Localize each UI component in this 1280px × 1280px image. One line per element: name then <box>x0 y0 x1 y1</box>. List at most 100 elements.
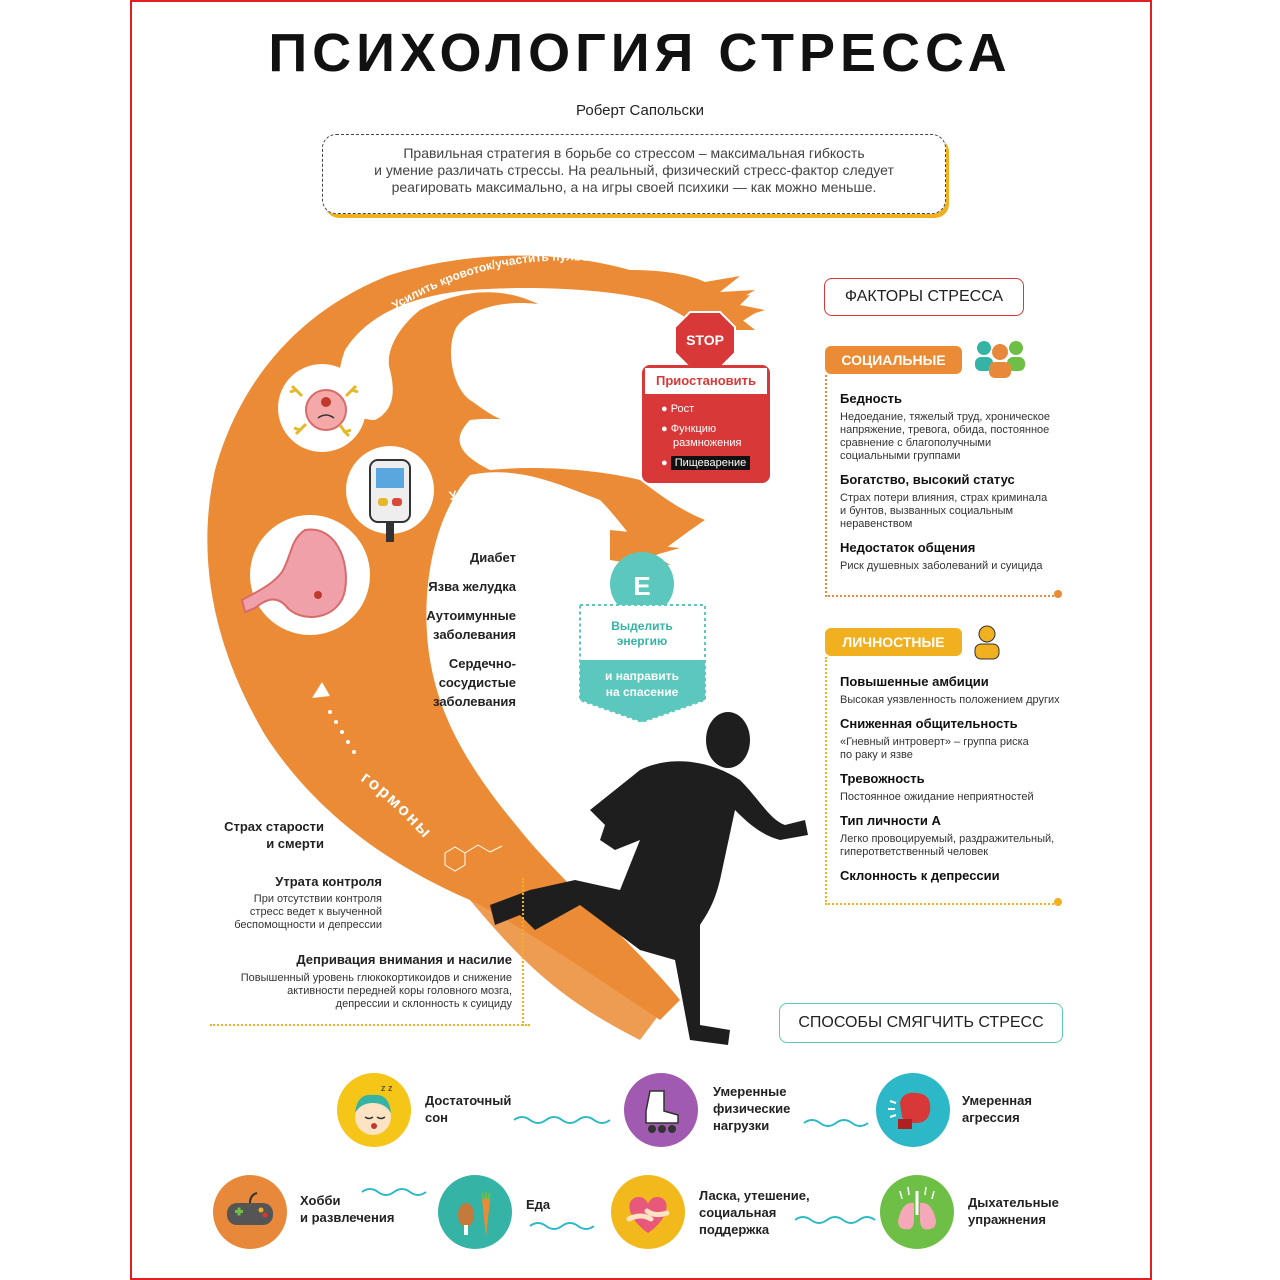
factor-desc: Постоянное ожидание неприятностей <box>840 791 1034 803</box>
factor-title: Богатство, высокий статус <box>840 472 1015 487</box>
relief-label-line: и развлечения <box>300 1210 395 1225</box>
relief-label: Хобби и развлечения <box>300 1192 394 1226</box>
relief-label-line: Дыхательные <box>968 1195 1059 1210</box>
factor-title: Тревожность <box>840 771 925 786</box>
energy-line: Выделить <box>611 619 672 633</box>
quote-line: реагировать максимально, а на игры своей… <box>391 179 877 195</box>
relief-label-line: Ласка, утешение, <box>699 1188 810 1203</box>
stop-sign-text: STOP <box>686 332 724 348</box>
factor-desc: Риск душевных заболеваний и суицида <box>840 560 1043 572</box>
factor-desc: Страх потери влияния, страх криминала <box>840 492 1048 504</box>
relief-header: СПОСОБЫ СМЯГЧИТЬ СТРЕСС <box>779 1003 1063 1043</box>
left-factor-title: Депривация внимания и насилие <box>296 952 512 967</box>
panel-dot <box>1054 898 1062 906</box>
disease-text: заболевания <box>433 627 516 642</box>
energy-line: и направить <box>605 669 679 683</box>
relief-label-line: Достаточный <box>425 1093 512 1108</box>
left-factor-title: Утрата контроля <box>275 874 382 889</box>
disease-item: Диабет <box>380 548 516 567</box>
relief-label-line: Хобби <box>300 1193 341 1208</box>
upward-arrow <box>312 682 356 754</box>
factor-desc: «Гневный интроверт» – группа риска <box>840 736 1029 748</box>
relief-label: Достаточный сон <box>425 1092 511 1126</box>
factor-title: Тип личности А <box>840 813 941 828</box>
factor-desc: по раку и язве <box>840 749 913 761</box>
left-factor: Страх старости и смерти <box>199 818 324 852</box>
gamepad-icon <box>213 1175 287 1249</box>
relief-label: Дыхательные упражнения <box>968 1194 1059 1228</box>
factor-desc: напряжение, тревога, обида, постоянное <box>840 424 1050 436</box>
social-panel <box>825 375 1057 597</box>
stop-item: ● Пищеварение <box>661 456 757 470</box>
left-factor-desc: беспомощности и депрессии <box>234 919 382 931</box>
left-factor: Депривация внимания и насилие Повышенный… <box>200 951 512 1011</box>
stop-item-text: Пищеварение <box>670 456 751 470</box>
stress-letter: Р <box>502 328 519 358</box>
relief-label-line: упражнения <box>968 1212 1046 1227</box>
factors-header: ФАКТОРЫ СТРЕССА <box>824 278 1024 316</box>
energy-badge: E Выделить энергию и направить на спасен… <box>579 552 706 724</box>
page-title: ПСИХОЛОГИЯ СТРЕССА <box>268 23 1012 83</box>
factor-desc: гиперответственный человек <box>840 846 989 858</box>
tail <box>470 880 670 1040</box>
factor-desc: социальными группами <box>840 450 961 462</box>
factor-desc: сравнение с благополучными <box>840 437 992 449</box>
relief-label-line: агрессия <box>962 1110 1020 1125</box>
disease-text: Аутоимунные <box>426 608 516 623</box>
factor-title: Склонность к депрессии <box>840 868 1000 883</box>
relief-label: Умеренная агрессия <box>962 1092 1032 1126</box>
boxing-glove-icon <box>876 1073 950 1147</box>
author: Роберт Сапольски <box>576 102 704 119</box>
stomach-icon <box>240 515 370 635</box>
stress-letter: Т <box>484 327 498 352</box>
personal-label: ЛИЧНОСТНЫЕ <box>825 628 962 656</box>
factor-desc: Высокая уязвленность положением других <box>840 694 1060 706</box>
relief-label-line: Умеренная <box>962 1093 1032 1108</box>
stop-box-title: Приостановить <box>645 368 767 394</box>
factor-title: Сниженная общительность <box>840 716 1018 731</box>
left-factor-desc: При отсутствии контроля <box>253 893 382 905</box>
social-items: Бедность Недоедание, тяжелый труд, хрони… <box>840 391 1070 573</box>
stress-letter: С <box>561 358 577 383</box>
relief-label-line: физические <box>713 1101 791 1116</box>
quote-box: Правильная стратегия в борьбе со стрессо… <box>322 134 946 214</box>
quote-line: Правильная стратегия в борьбе со стрессо… <box>403 145 865 161</box>
left-factor-desc: активности передней коры головного мозга… <box>287 985 512 997</box>
energy-letter: E <box>633 571 650 601</box>
personal-items: Повышенные амбиции Высокая уязвленность … <box>840 674 1075 883</box>
energy-line: энергию <box>617 634 668 648</box>
running-man-silhouette <box>490 712 808 1045</box>
relief-label-line: социальная <box>699 1205 777 1220</box>
antibody-cell-icon <box>278 364 366 452</box>
personal-panel <box>825 657 1057 905</box>
disease-item: Аутоимунные заболевания <box>380 606 516 644</box>
sleep-icon: z z <box>337 1073 411 1147</box>
stop-item-text: Функцию <box>670 423 717 435</box>
person-icon <box>974 625 1000 660</box>
relief-label: Еда <box>526 1196 550 1213</box>
relief-label: Умеренные физические нагрузки <box>713 1083 790 1134</box>
stress-letter: С <box>543 348 559 373</box>
dotted-divider <box>210 1024 530 1026</box>
disease-text: заболевания <box>433 694 516 709</box>
factor-title: Бедность <box>840 391 903 406</box>
relief-label-line: Умеренные <box>713 1084 787 1099</box>
factor-title: Недостаток общения <box>840 540 976 555</box>
left-factor-desc: депрессии и склонность к суициду <box>335 998 512 1010</box>
stress-word: С Т Р Е С С <box>462 327 577 383</box>
factor-desc: неравенством <box>840 518 913 530</box>
left-factor: Утрата контроля При отсутствии контроля … <box>182 873 382 932</box>
disease-text: Сердечно- <box>448 656 516 671</box>
energy-line: на спасение <box>606 685 679 699</box>
roller-skate-icon <box>624 1073 698 1147</box>
stress-monster-body <box>207 255 760 1020</box>
relief-label-line: нагрузки <box>713 1118 770 1133</box>
relief-label-line: сон <box>425 1110 449 1125</box>
stop-sign-icon: STOP <box>674 311 736 369</box>
lungs-icon <box>880 1175 954 1249</box>
relief-label-line: Еда <box>526 1197 551 1212</box>
